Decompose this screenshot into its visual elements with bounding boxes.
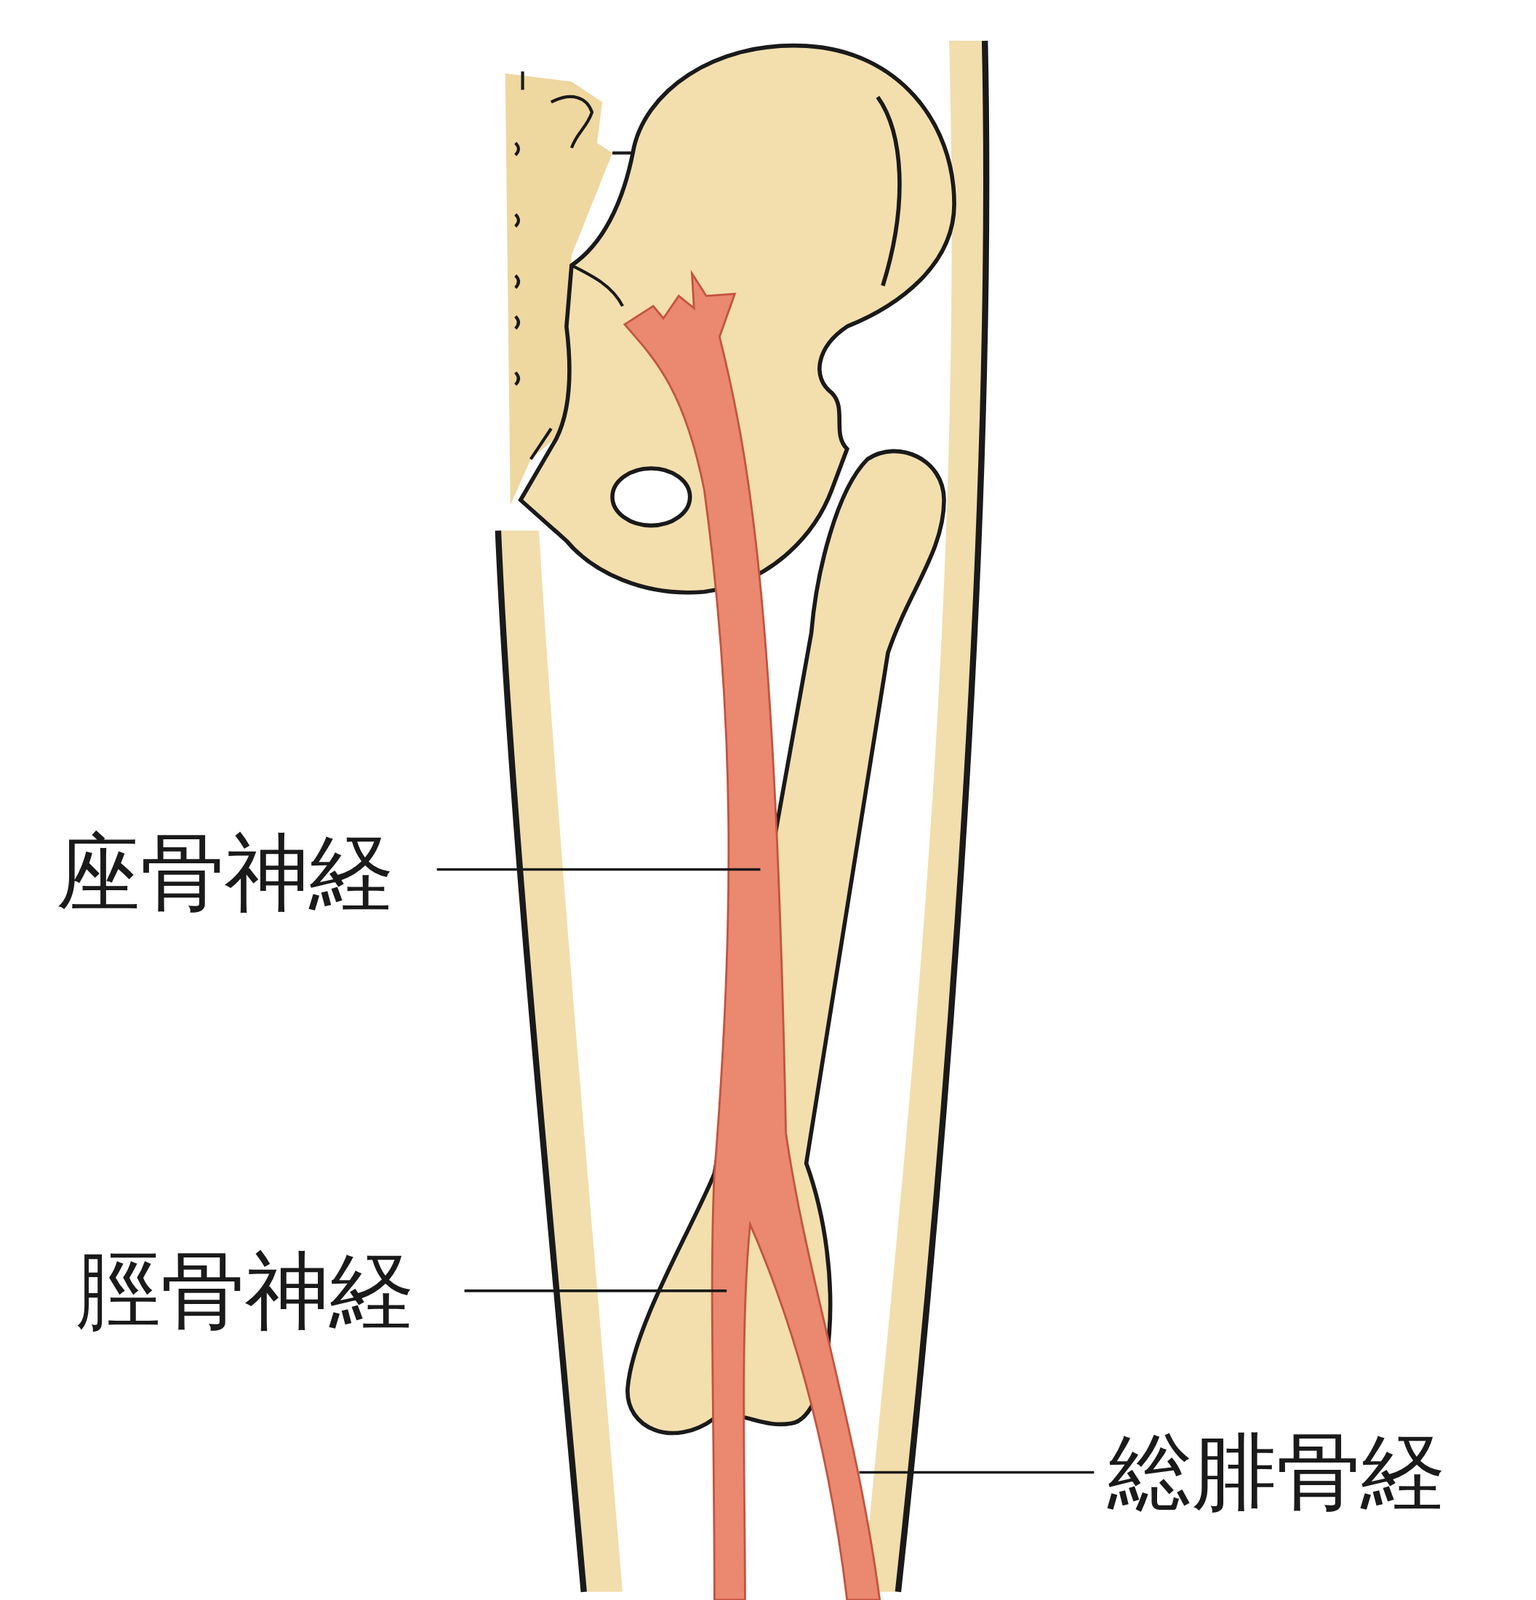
structure-label: 座骨神経	[56, 826, 394, 920]
nerve	[624, 273, 880, 1600]
leader-lines	[437, 869, 1095, 1472]
structure-label: 総腓骨経	[1107, 1425, 1446, 1519]
skin-outline	[498, 530, 584, 1592]
skin-band	[498, 530, 623, 1592]
structure-label: 脛骨神経	[76, 1244, 414, 1338]
obturator-foramen	[612, 468, 691, 526]
sacrum-edge	[522, 71, 634, 153]
iliac-line	[877, 96, 900, 286]
pelvic-line	[530, 265, 623, 460]
sacral-foramina	[515, 142, 519, 385]
